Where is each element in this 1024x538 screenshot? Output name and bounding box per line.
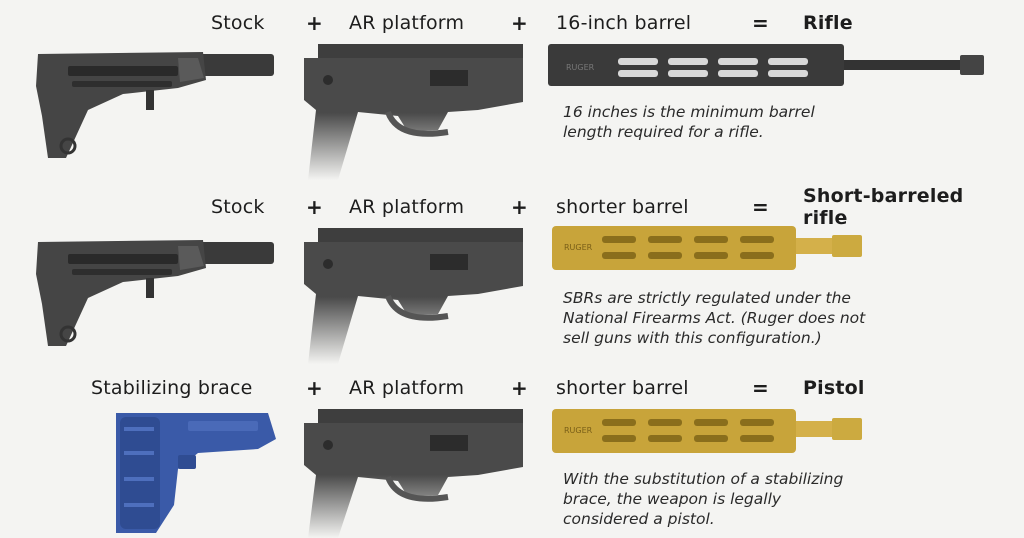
- stock-icon: [36, 240, 274, 346]
- equals-sign: =: [752, 376, 769, 400]
- receiver-icon: [304, 44, 523, 180]
- explanation-note: 16 inches is the minimum barrel length r…: [563, 103, 815, 141]
- equation-row-rifle: Stock + AR platform + 16-inch barrel = R…: [0, 0, 1024, 180]
- explanation-note: With the substitution of a stabilizing b…: [563, 470, 844, 528]
- receiver-icon: [304, 228, 523, 364]
- stock-label: Stock: [211, 196, 265, 218]
- plus-sign: +: [306, 195, 323, 219]
- ar-platform-label: AR platform: [349, 377, 465, 399]
- barrel-marking: RUGER: [564, 426, 593, 435]
- plus-sign: +: [511, 376, 528, 400]
- barrel-label: 16-inch barrel: [556, 12, 692, 34]
- long-barrel-icon: RUGER: [548, 44, 984, 86]
- result-label: Short-barreled rifle: [803, 185, 964, 229]
- equation-row-pistol: Stabilizing brace + AR platform + shorte…: [0, 365, 1024, 538]
- equals-sign: =: [752, 11, 769, 35]
- receiver-icon: [304, 409, 523, 538]
- plus-sign: +: [306, 11, 323, 35]
- plus-sign: +: [511, 195, 528, 219]
- short-barrel-icon: RUGER: [552, 409, 862, 453]
- barrel-marking: RUGER: [564, 243, 593, 252]
- short-barrel-icon: RUGER: [552, 226, 862, 270]
- explanation-note: SBRs are strictly regulated under the Na…: [563, 289, 866, 347]
- stock-label: Stock: [211, 12, 265, 34]
- barrel-label: shorter barrel: [556, 377, 689, 399]
- plus-sign: +: [511, 11, 528, 35]
- result-label: Pistol: [803, 377, 865, 399]
- equation-row-sbr: Stock + AR platform + shorter barrel = S…: [0, 180, 1024, 365]
- ar-platform-label: AR platform: [349, 12, 465, 34]
- plus-sign: +: [306, 376, 323, 400]
- equals-sign: =: [752, 195, 769, 219]
- result-label: Rifle: [803, 12, 853, 34]
- barrel-marking: RUGER: [566, 63, 595, 72]
- brace-icon: [116, 413, 276, 533]
- ar-platform-label: AR platform: [349, 196, 465, 218]
- barrel-label: shorter barrel: [556, 196, 689, 218]
- stock-icon: [36, 52, 274, 158]
- brace-label: Stabilizing brace: [91, 377, 253, 399]
